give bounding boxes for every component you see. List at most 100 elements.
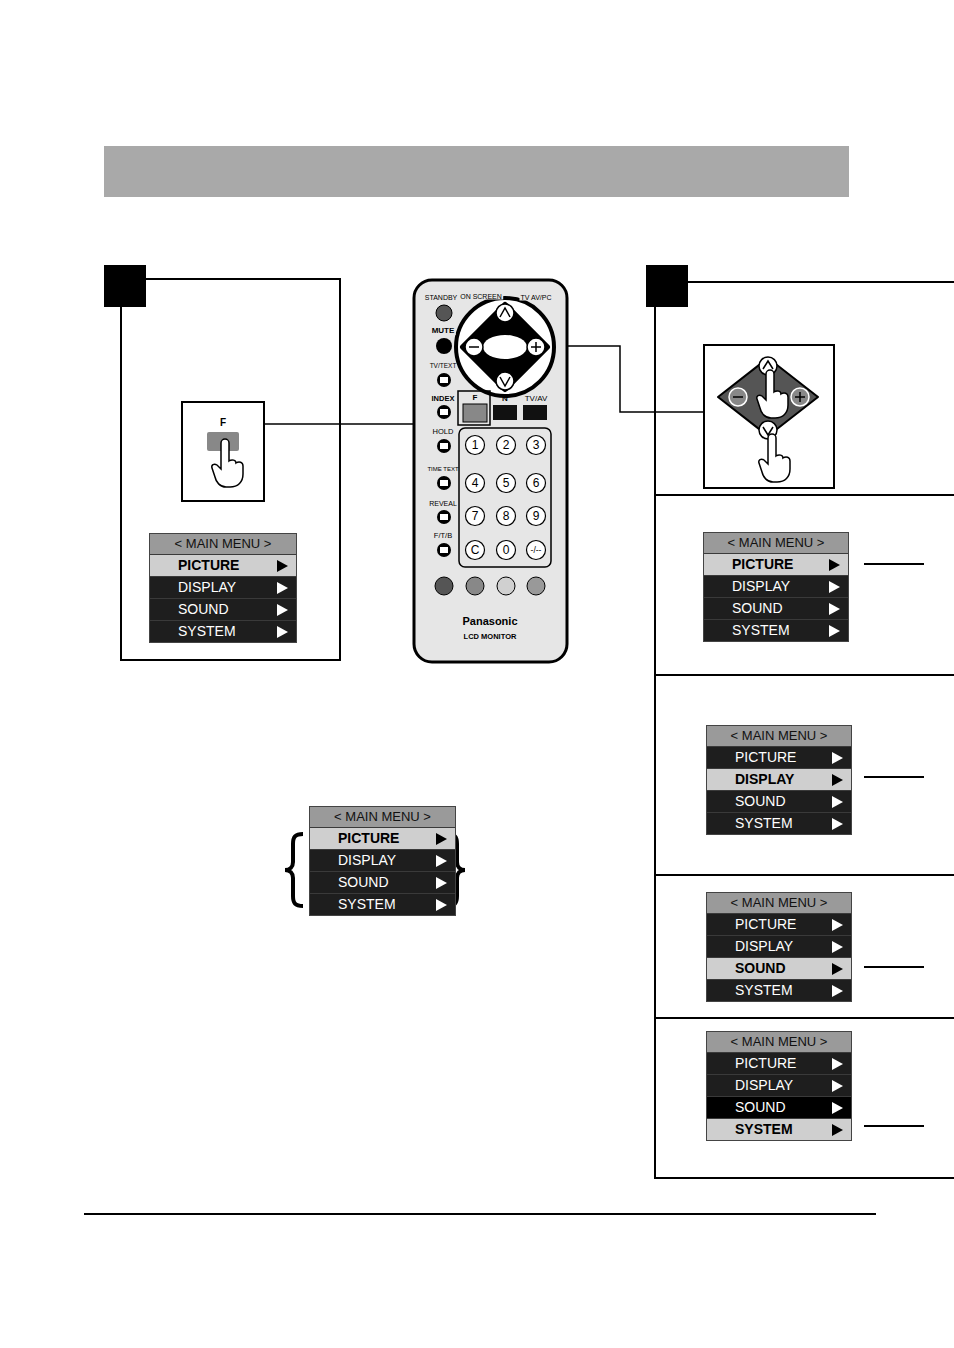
arrow-glyph [469, 308, 541, 386]
menu-row: SOUND [707, 1096, 851, 1118]
arrow-marker [832, 1102, 843, 1114]
arrow-marker [832, 985, 843, 997]
menu-row: PICTURE [704, 553, 848, 575]
menu-box: < MAIN MENU >PICTUREDISPLAYSOUNDSYSTEM [309, 806, 456, 916]
title-band [104, 146, 849, 197]
arrow-marker [832, 919, 843, 931]
zoom-frame [704, 345, 834, 488]
menu-item: PICTURE [707, 747, 796, 768]
button-label: TIME TEXT [427, 466, 458, 472]
menu-row: SYSTEM [310, 893, 455, 915]
color-button [497, 577, 515, 595]
menu-row: DISPLAY [150, 576, 296, 598]
menu-heading: < MAIN MENU > [704, 533, 848, 553]
key-label: 1 [472, 439, 479, 451]
hand-icon [759, 434, 790, 482]
menu-item: SOUND [707, 791, 786, 812]
keypad-buttons [466, 436, 546, 560]
button-label: HOLD [433, 428, 454, 436]
menu-item: SYSTEM [704, 620, 790, 641]
menu-item: SOUND [707, 1097, 786, 1118]
key-label: C [471, 544, 480, 556]
menu-row: SOUND [707, 790, 851, 812]
menu-heading: < MAIN MENU > [707, 893, 851, 913]
menu-row: SYSTEM [704, 619, 848, 641]
menu-item: SOUND [704, 598, 783, 619]
key-label: 7 [472, 510, 479, 522]
menu-row: SOUND [310, 871, 455, 893]
menu-row: PICTURE [150, 554, 296, 576]
button [493, 405, 517, 420]
menu-row: SOUND [704, 597, 848, 619]
menu-row: SYSTEM [707, 1118, 851, 1140]
menu-item: DISPLAY [150, 577, 236, 598]
key-label: 3 [533, 439, 540, 451]
menu-row: SYSTEM [707, 979, 851, 1001]
leader-line [556, 346, 704, 412]
key-label: 5 [503, 477, 510, 489]
arrow-marker [436, 899, 447, 911]
arrow-marker [832, 752, 843, 764]
key-label: 6 [533, 477, 540, 489]
menu-item: DISPLAY [707, 1075, 793, 1096]
key-label: 2 [503, 439, 510, 451]
menu-row: DISPLAY [707, 1074, 851, 1096]
button [436, 305, 452, 321]
arrow-marker [832, 1058, 843, 1070]
menu-item: SYSTEM [150, 621, 236, 642]
menu-box: < MAIN MENU >PICTUREDISPLAYSOUNDSYSTEM [706, 892, 852, 1002]
key-label: 8 [503, 510, 510, 522]
key-label: 9 [533, 510, 540, 522]
menu-item: SOUND [310, 872, 389, 893]
menu-item: DISPLAY [310, 850, 396, 871]
button [483, 335, 527, 359]
button-label: TV AV/PC [520, 294, 553, 301]
menu-row: PICTURE [707, 913, 851, 935]
leader-line [864, 564, 924, 1126]
menu-item: PICTURE [704, 554, 793, 575]
highlight-frame [458, 391, 490, 425]
menu-row: PICTURE [707, 1052, 851, 1074]
menu-row: SYSTEM [150, 620, 296, 642]
menu-item: SYSTEM [707, 1119, 793, 1140]
button-label: N [502, 395, 508, 403]
arrow-marker [829, 559, 840, 571]
button-label: ON SCREEN [459, 293, 503, 300]
menu-item: SOUND [150, 599, 229, 620]
brand-label: LCD MONITOR [464, 633, 517, 641]
button-label: INDEX [432, 395, 455, 403]
menu-item: SYSTEM [707, 813, 793, 834]
cursor-pad [463, 305, 547, 389]
hand-icon [757, 370, 788, 418]
step-marker [646, 265, 688, 307]
button [523, 405, 547, 420]
color-button [527, 577, 545, 595]
menu-item: PICTURE [707, 1053, 796, 1074]
key-label: 0 [503, 544, 510, 556]
step-panel [121, 279, 340, 660]
button-label: TV/AV [525, 395, 548, 403]
arrow-marker [277, 560, 288, 572]
button-label: F [183, 417, 263, 428]
key-label: 4 [472, 477, 479, 489]
button-label: F [473, 394, 478, 402]
menu-row: PICTURE [707, 746, 851, 768]
button-label: MUTE [431, 327, 456, 335]
menu-item: PICTURE [310, 828, 399, 849]
menu-box: < MAIN MENU >PICTUREDISPLAYSOUNDSYSTEM [149, 533, 297, 643]
arrow-marker [832, 818, 843, 830]
menu-item: DISPLAY [707, 936, 793, 957]
menu-item: SOUND [707, 958, 786, 979]
menu-row: DISPLAY [704, 575, 848, 597]
menu-heading: < MAIN MENU > [310, 807, 455, 827]
cursor-ring [456, 298, 554, 396]
arrow-marker [832, 1124, 843, 1136]
arrow-marker [436, 877, 447, 889]
arrow-marker [829, 603, 840, 615]
rule [84, 1213, 876, 1215]
menu-item: PICTURE [150, 555, 239, 576]
arrow-marker [277, 626, 288, 638]
menu-box: < MAIN MENU >PICTUREDISPLAYSOUNDSYSTEM [706, 725, 852, 835]
